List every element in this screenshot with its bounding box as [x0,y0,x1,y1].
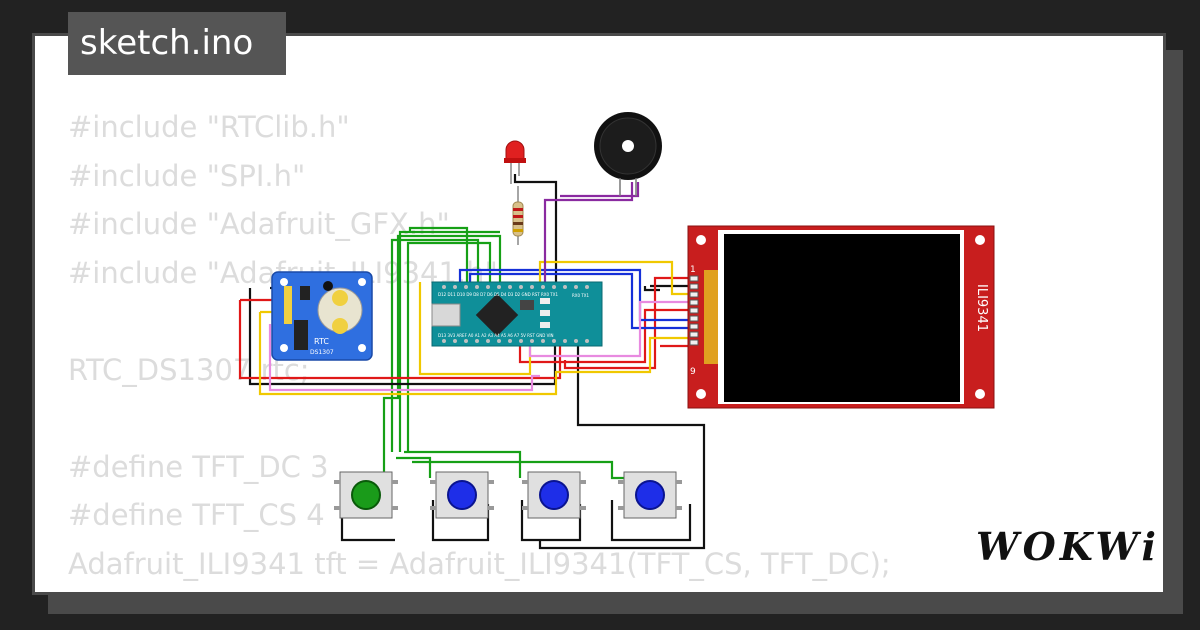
pushbutton-2[interactable] [430,471,494,519]
tft-label: ILI9341 [974,284,989,332]
code-line: #include "SPI.h" [68,158,306,193]
rtc-module[interactable]: RTC DS1307 [271,271,373,361]
arduino-bottom-pin-labels: D13 3V3 AREF A0 A1 A2 A3 A4 A5 A6 A7 5V … [438,333,554,338]
wires [238,174,706,550]
rtc-label: RTC [314,337,329,346]
tft-pin-start-label: 1 [690,265,696,275]
tft-pin-end-label: 9 [690,367,696,377]
code-line: #define TFT_CS 4 [68,498,325,532]
arduino-top-pin-labels: D12 D11 D10 D9 D8 D7 D6 D5 D4 D3 D2 GND … [438,292,558,297]
pushbutton-4[interactable] [618,471,682,519]
pushbutton-1[interactable] [334,471,398,519]
code-line: #define TFT_DC 3 [68,449,329,484]
arduino-nano[interactable]: D12 D11 D10 D9 D8 D7 D6 D5 D4 D3 D2 GND … [431,281,603,347]
code-line: RTC_DS1307 rtc; [68,352,310,387]
file-tab[interactable]: sketch.ino [68,12,286,75]
pushbutton-3[interactable] [522,471,586,519]
arduino-rx-tx-label: RX0 TX1 [572,293,590,298]
code-preview: #include "RTClib.h" #include "SPI.h" #in… [68,103,891,588]
tft-display[interactable]: 1 9 ILI9341 [687,225,995,409]
rtc-model: DS1307 [310,349,334,356]
wokwi-logo: WOKWi [976,524,1160,569]
red-led[interactable] [504,140,526,184]
code-line: #include "RTClib.h" [68,110,350,144]
code-line: Adafruit_ILI9341 tft = Adafruit_ILI9341(… [68,546,891,581]
buzzer[interactable] [594,112,662,196]
resistor[interactable] [512,186,524,245]
